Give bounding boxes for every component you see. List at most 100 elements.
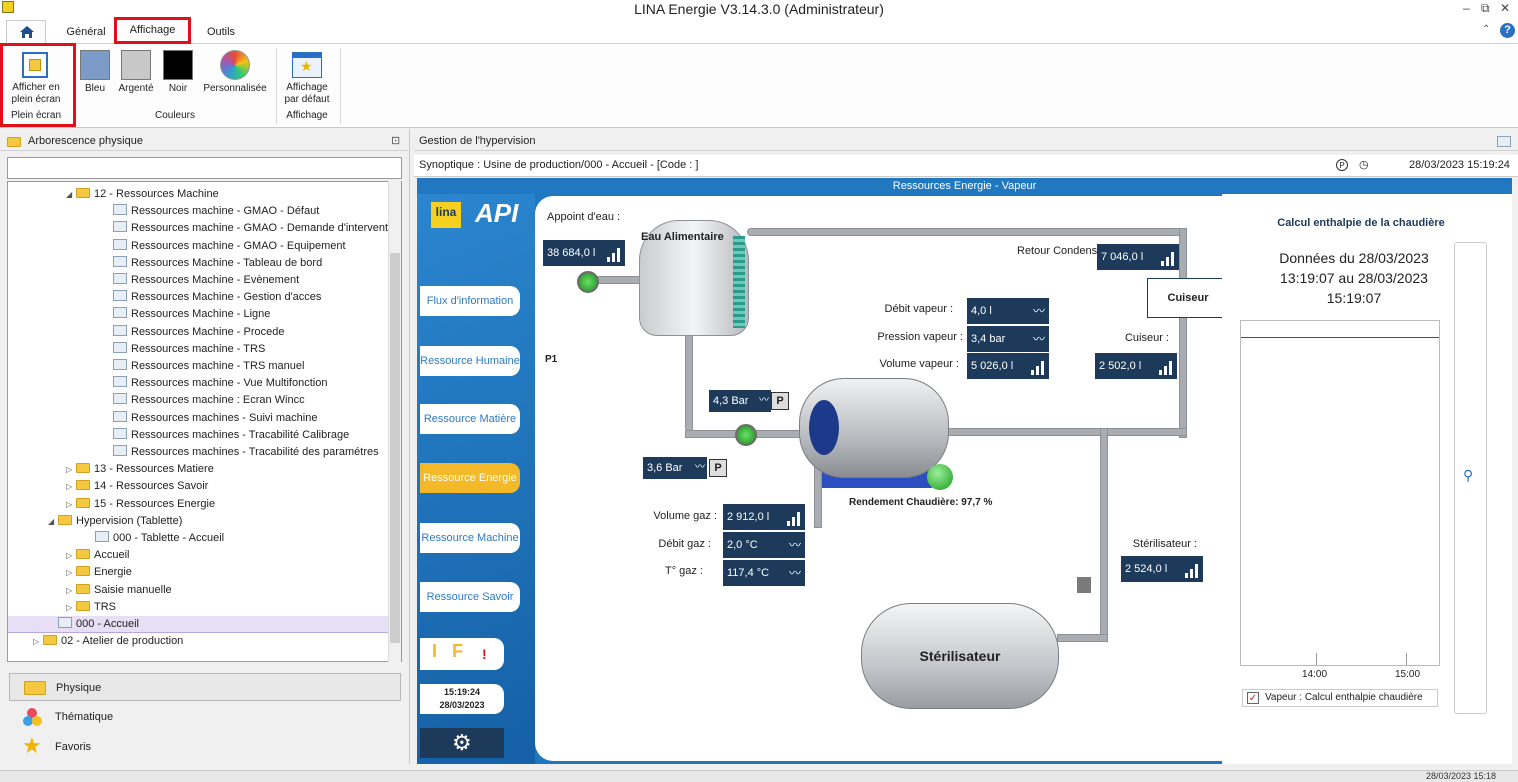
tab-general[interactable]: Général <box>66 26 106 38</box>
tree-search-input[interactable] <box>7 157 402 179</box>
default-display-label-2[interactable]: par défaut <box>284 94 330 105</box>
collapsed-icon[interactable]: ▷ <box>66 499 73 509</box>
close-button[interactable]: ✕ <box>1500 1 1511 15</box>
tree-item[interactable]: Ressources machine - GMAO - Equipement <box>103 238 346 255</box>
fullscreen-label-1[interactable]: Afficher en <box>12 82 60 93</box>
tree-folder[interactable]: ▷TRS <box>66 599 116 616</box>
tree-item[interactable]: Ressources machine - TRS <box>103 341 265 358</box>
tab-affichage[interactable]: Affichage <box>114 17 191 44</box>
legend-checkbox[interactable]: ✓ <box>1247 692 1259 704</box>
tab-outils[interactable]: Outils <box>206 26 236 38</box>
pressure-2-value[interactable]: 3,6 Bar〰 <box>643 457 707 479</box>
tree-item[interactable]: Ressources Machine - Ligne <box>103 306 270 323</box>
home-tab[interactable] <box>6 20 46 44</box>
color-blue-label[interactable]: Bleu <box>84 83 105 94</box>
collapsed-icon[interactable]: ▷ <box>66 602 73 612</box>
nav-machine-button[interactable]: Ressource Machine <box>420 523 520 553</box>
trend-legend[interactable]: ✓ Vapeur : Calcul enthalpie chaudière <box>1242 689 1438 707</box>
pression-vapeur-value[interactable]: 3,4 bar〰 <box>967 326 1049 352</box>
tree-item[interactable]: Ressources Machine - Gestion d'acces <box>103 289 321 306</box>
default-display-icon[interactable]: ★ <box>292 52 322 78</box>
color-silver-label[interactable]: Argenté <box>118 83 154 94</box>
tree-folder[interactable]: ▷Energie <box>66 564 132 581</box>
cuiseur-value[interactable]: 2 502,0 l <box>1095 353 1177 379</box>
collapsed-icon[interactable]: ▷ <box>66 568 73 578</box>
tree-item[interactable]: Ressources machines - Tracabilité Calibr… <box>103 427 349 444</box>
tree-item[interactable]: Ressources Machine - Procede <box>103 324 284 341</box>
t-gaz-value[interactable]: 117,4 °C〰 <box>723 560 805 586</box>
expanded-icon[interactable]: ◢ <box>48 516 55 526</box>
volume-gaz-value[interactable]: 2 912,0 l <box>723 504 805 530</box>
tree-item[interactable]: Ressources Machine - Tableau de bord <box>103 255 322 272</box>
tree-item[interactable]: Ressources machines - Tracabilité des pa… <box>103 444 379 461</box>
color-silver-swatch[interactable] <box>121 50 151 80</box>
nav-physique[interactable]: Physique <box>9 673 401 701</box>
collapsed-icon[interactable]: ▷ <box>66 465 73 475</box>
tree-folder[interactable]: ▷15 - Ressources Energie <box>66 496 215 513</box>
cuiseur-box[interactable]: Cuiseur <box>1147 278 1229 318</box>
tree-scrollbar[interactable] <box>388 181 401 662</box>
palette-icon[interactable] <box>220 50 250 80</box>
debit-gaz-value[interactable]: 2,0 °C〰 <box>723 532 805 558</box>
tree-folder[interactable]: ▷Accueil <box>66 547 129 564</box>
tree-item[interactable]: Ressources machine - GMAO - Demande d'in… <box>103 220 401 237</box>
p-icon[interactable]: P <box>1336 159 1348 171</box>
nav-thematique[interactable]: Thématique <box>9 703 401 731</box>
help-icon[interactable]: ? <box>1500 23 1515 38</box>
settings-button[interactable]: ⚙ <box>420 728 504 758</box>
color-black-swatch[interactable] <box>163 50 193 80</box>
appoint-value[interactable]: 38 684,0 l <box>543 240 625 266</box>
panel-options-icon[interactable] <box>1497 136 1511 147</box>
collapsed-icon[interactable]: ▷ <box>66 551 73 561</box>
expanded-icon[interactable]: ◢ <box>66 190 73 199</box>
zoom-bar[interactable]: ⚲ <box>1454 242 1487 714</box>
nav-favoris[interactable]: ★ Favoris <box>9 733 401 761</box>
trend-chart[interactable] <box>1240 320 1440 666</box>
sterilisateur-value[interactable]: 2 524,0 l <box>1121 556 1203 582</box>
tree-item[interactable]: Ressources machine - GMAO - Défaut <box>103 203 319 220</box>
retour-value[interactable]: 7 046,0 l <box>1097 244 1179 270</box>
nav-energie-button[interactable]: Ressource Energie <box>420 463 520 493</box>
pin-icon[interactable]: ⊡ <box>391 135 401 147</box>
tree-item[interactable]: Ressources machine : Ecran Wincc <box>103 392 305 409</box>
debit-vapeur-value[interactable]: 4,0 l〰 <box>967 298 1049 324</box>
pressure-1-value[interactable]: 4,3 Bar〰 <box>709 390 771 412</box>
valve-icon[interactable] <box>577 271 599 293</box>
default-display-label-1[interactable]: Affichage <box>286 82 328 93</box>
tree-item[interactable]: Ressources Machine - Evènement <box>103 272 299 289</box>
if-indicator[interactable]: I F ! <box>420 638 504 670</box>
tree-item[interactable]: 000 - Accueil <box>8 616 388 633</box>
fullscreen-icon[interactable] <box>22 52 48 78</box>
valve-icon[interactable] <box>1077 577 1091 593</box>
collapsed-icon[interactable]: ▷ <box>66 482 73 492</box>
nav-savoir-button[interactable]: Ressource Savoir <box>420 582 520 612</box>
collapsed-icon[interactable]: ▷ <box>33 637 40 647</box>
search-icon[interactable]: ⚲ <box>1463 467 1474 483</box>
nav-flux-button[interactable]: Flux d'information <box>420 286 520 316</box>
collapsed-icon[interactable]: ▷ <box>66 585 73 595</box>
tree-item[interactable]: Ressources machine - Vue Multifonction <box>103 375 327 392</box>
tree-item[interactable]: Ressources machines - Suivi machine <box>103 410 317 427</box>
tree-item[interactable]: Ressources machine - TRS manuel <box>103 358 304 375</box>
clock-icon[interactable]: ◷ <box>1359 159 1369 171</box>
tree-folder[interactable]: ▷13 - Ressources Matiere <box>66 461 214 478</box>
tree-folder[interactable]: ▷02 - Atelier de production <box>33 633 183 650</box>
volume-vapeur-value[interactable]: 5 026,0 l <box>967 353 1049 379</box>
tree-item[interactable]: 000 - Tablette - Accueil <box>85 530 224 547</box>
minimize-button[interactable]: – <box>1463 1 1470 15</box>
restore-button[interactable]: ⧉ <box>1481 1 1490 15</box>
fullscreen-label-2[interactable]: plein écran <box>11 94 61 105</box>
tree-folder[interactable]: ◢12 - Ressources Machine <box>66 186 219 203</box>
color-black-label[interactable]: Noir <box>168 83 188 94</box>
nav-matiere-button[interactable]: Ressource Matière <box>420 404 520 434</box>
tree-scrollbar-thumb[interactable] <box>390 253 400 643</box>
collapse-ribbon-icon[interactable]: ⌃ <box>1482 24 1491 35</box>
tree-folder[interactable]: ◢Hypervision (Tablette) <box>48 513 182 530</box>
valve-icon[interactable] <box>735 424 757 446</box>
nav-humaine-button[interactable]: Ressource Humaine <box>420 346 520 376</box>
tree-folder[interactable]: ▷Saisie manuelle <box>66 582 172 599</box>
tree-folder[interactable]: ▷14 - Ressources Savoir <box>66 478 208 495</box>
color-blue-swatch[interactable] <box>80 50 110 80</box>
color-custom-label[interactable]: Personnalisée <box>203 83 267 94</box>
